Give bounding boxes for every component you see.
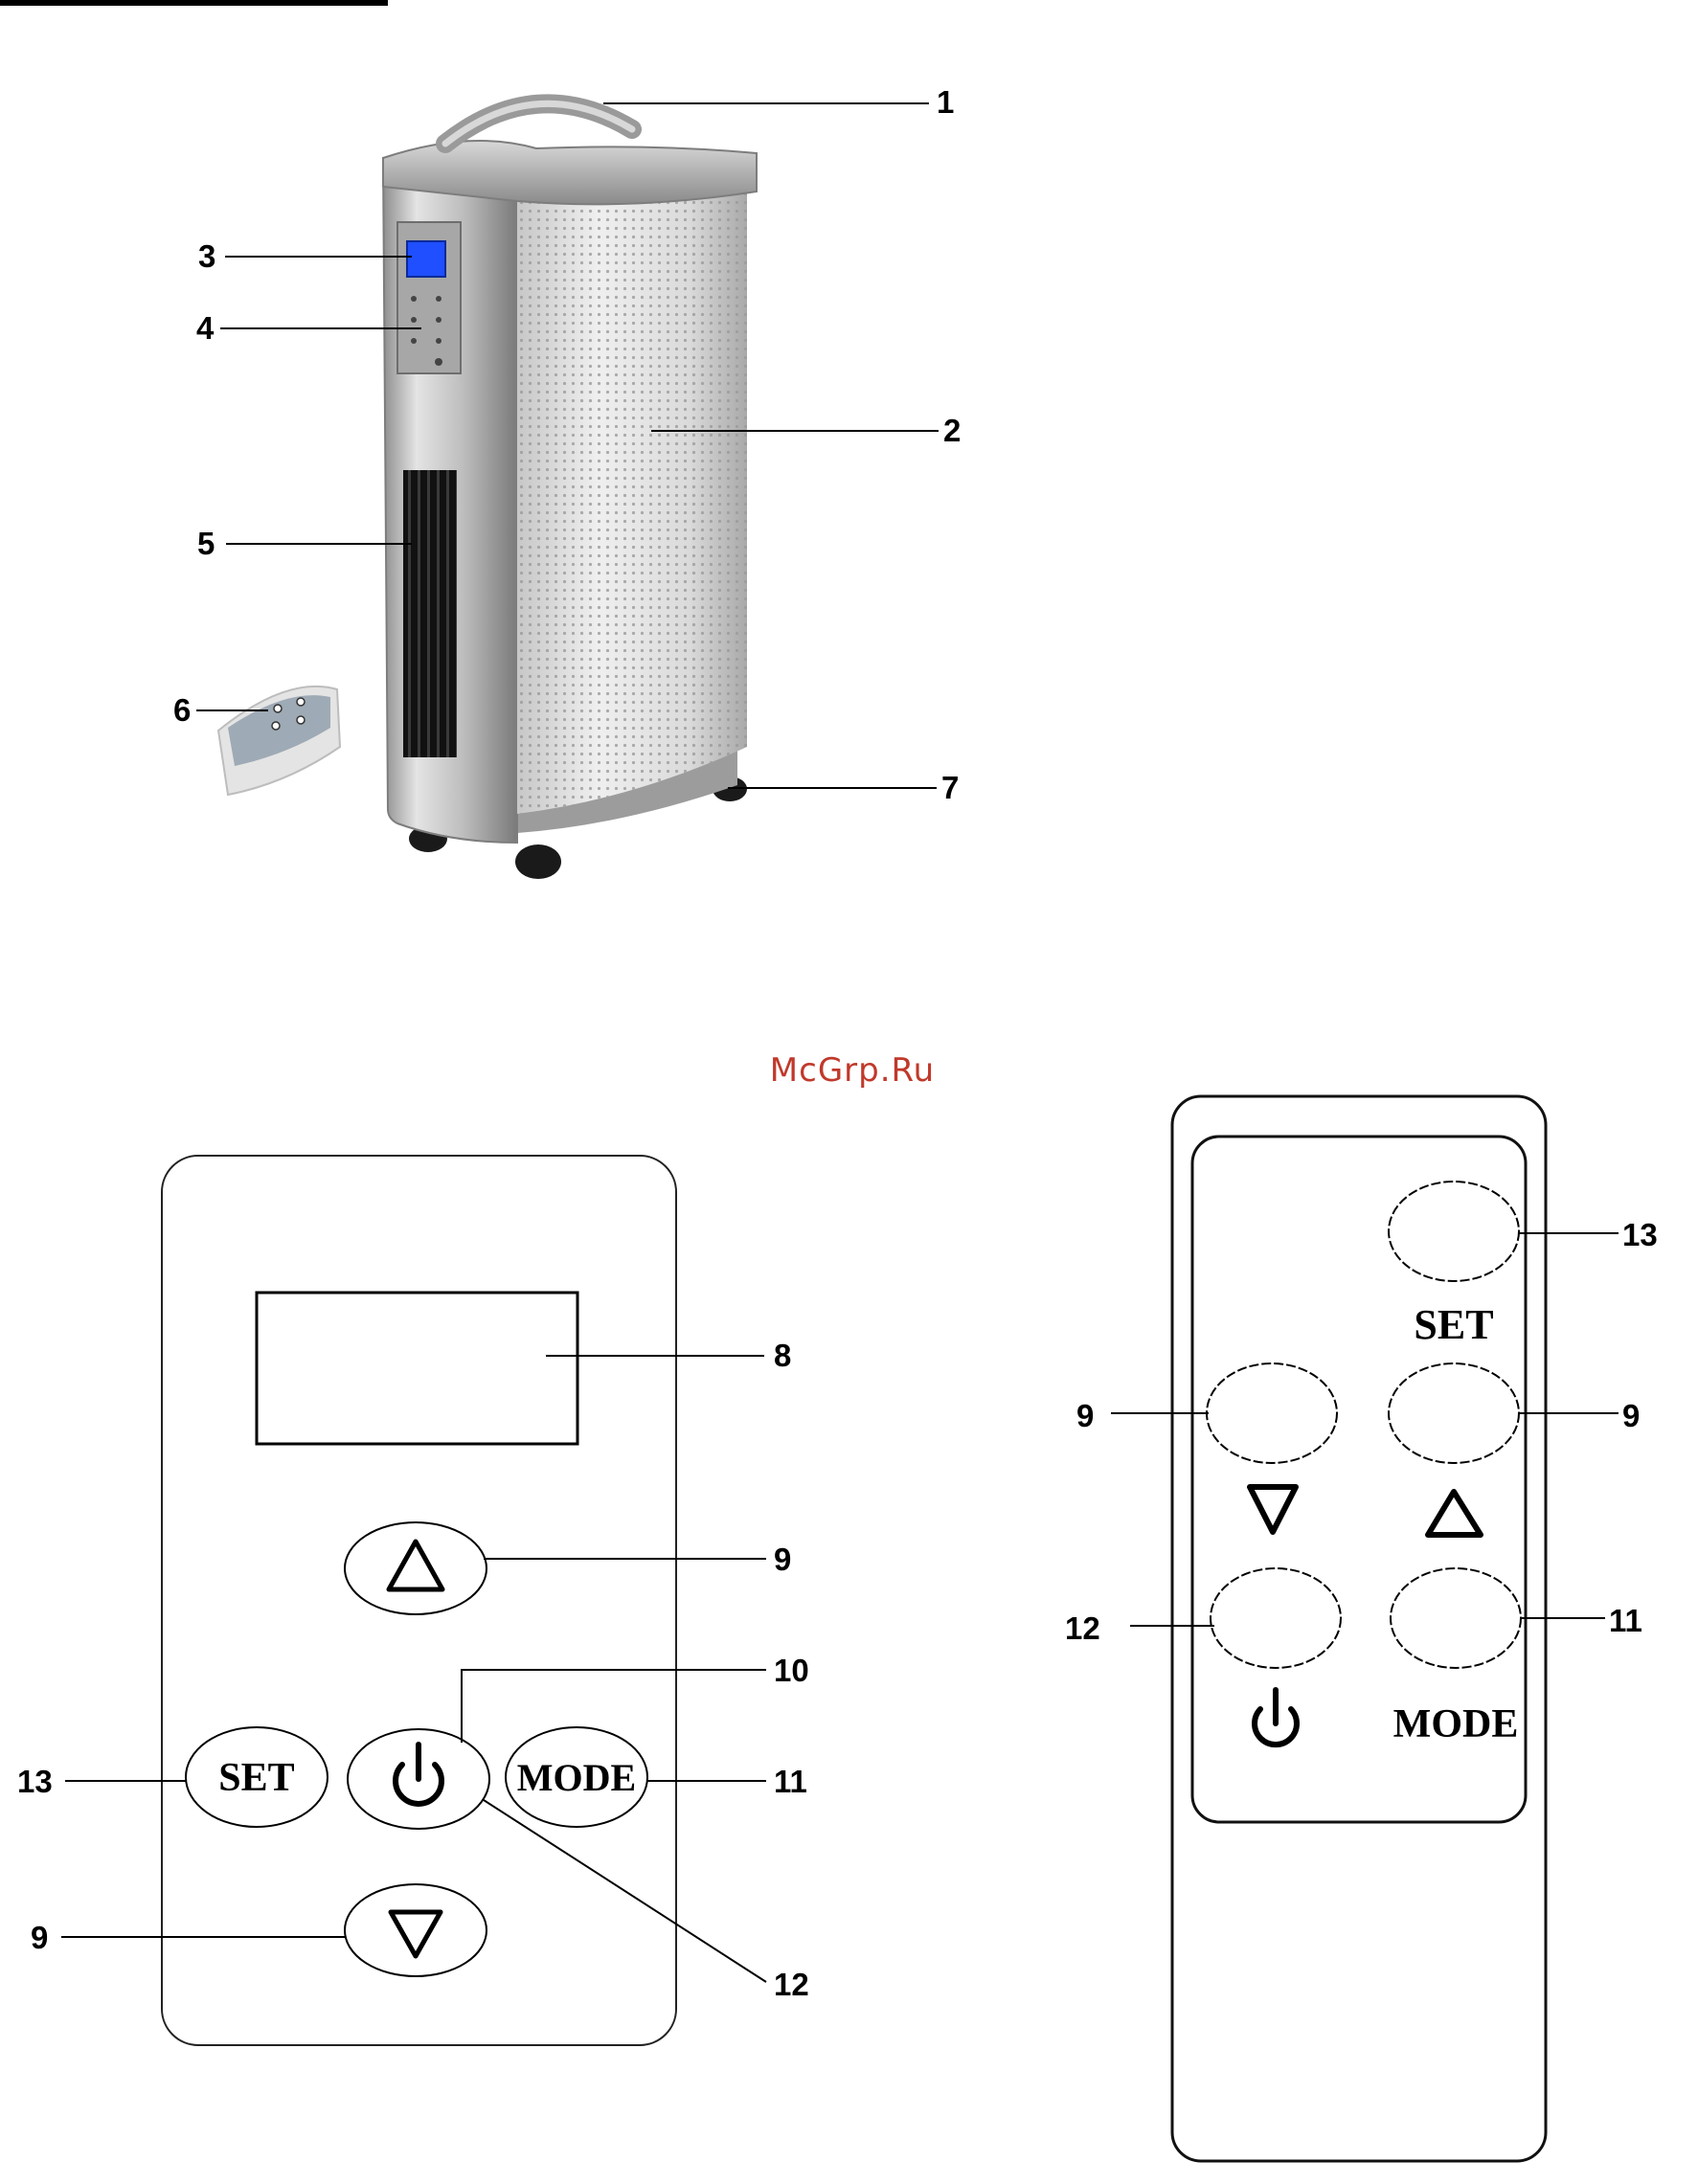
remote-set-label: SET (1414, 1301, 1493, 1348)
callout-6: 6 (173, 692, 191, 728)
callout-10: 10 (774, 1653, 809, 1688)
callout-9-panel-down: 9 (31, 1920, 48, 1955)
control-panel-diagram: SET MODE 8 9 10 (17, 1156, 809, 2045)
remote-mode-label: MODE (1393, 1702, 1519, 1746)
heater-lcd-display (407, 241, 445, 277)
callout-11-remote: 11 (1609, 1603, 1642, 1638)
callout-13-remote: 13 (1622, 1217, 1658, 1252)
callout-13-panel: 13 (17, 1764, 53, 1799)
header-rule (0, 0, 388, 6)
heater-illustration (218, 103, 757, 879)
panel-down-button[interactable] (345, 1884, 487, 1976)
remote-control-diagram: SET MODE (1065, 1096, 1658, 2161)
panel-set-label: SET (218, 1756, 294, 1800)
remote-mode-button[interactable]: MODE (1391, 1568, 1521, 1746)
panel-power-button[interactable] (348, 1729, 489, 1829)
callout-12-remote: 12 (1065, 1610, 1100, 1646)
callout-5: 5 (197, 526, 215, 561)
callout-9-panel-up: 9 (774, 1542, 791, 1577)
remote-set-button[interactable]: SET (1389, 1182, 1519, 1348)
remote-power-button[interactable] (1211, 1568, 1341, 1745)
remote-up-button[interactable] (1389, 1363, 1519, 1535)
callout-9-remote-up: 9 (1622, 1398, 1640, 1433)
panel-mode-button[interactable]: MODE (506, 1727, 647, 1827)
wheel-middle (515, 844, 561, 879)
callout-2: 2 (943, 413, 961, 448)
triangle-down-icon (1250, 1487, 1296, 1532)
callout-11-panel: 11 (774, 1764, 807, 1799)
callout-7: 7 (941, 770, 959, 805)
callout-3: 3 (198, 238, 215, 274)
watermark: McGrp.Ru (747, 1051, 958, 1090)
callout-1: 1 (937, 84, 954, 120)
callout-4: 4 (196, 310, 215, 346)
control-panel-display (257, 1293, 577, 1444)
power-icon (1255, 1690, 1297, 1745)
callout-8: 8 (774, 1338, 791, 1373)
remote-down-button[interactable] (1207, 1363, 1337, 1532)
panel-up-button[interactable] (345, 1522, 487, 1614)
remote-control-picture (218, 687, 340, 795)
callout-12-panel: 12 (774, 1967, 809, 2002)
heater-air-vent (403, 470, 457, 757)
panel-set-button[interactable]: SET (186, 1727, 328, 1827)
triangle-up-icon (1428, 1492, 1481, 1535)
panel-mode-label: MODE (517, 1756, 636, 1799)
callout-9-remote-down: 9 (1076, 1398, 1094, 1433)
